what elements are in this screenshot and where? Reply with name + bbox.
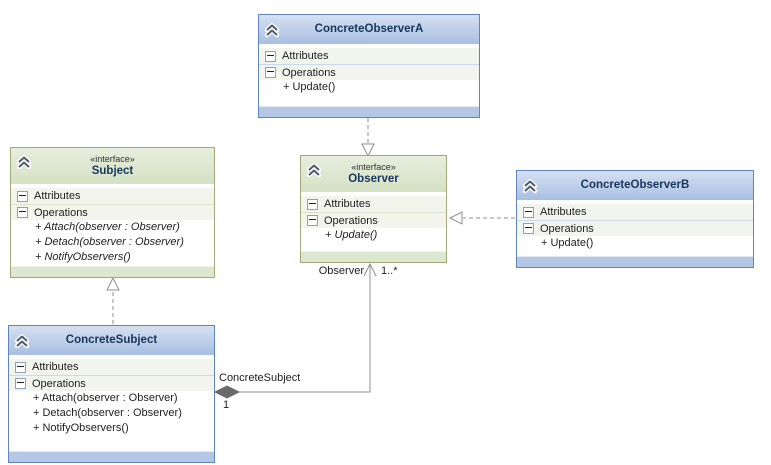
class-header[interactable]: ConcreteSubject — [9, 326, 214, 355]
attributes-label: Attributes — [324, 198, 371, 210]
operation-item[interactable]: + Update() — [259, 80, 479, 95]
operation-item[interactable]: + Update() — [517, 236, 753, 251]
operations-row[interactable]: Operations — [259, 64, 479, 80]
collapse-minus-icon[interactable] — [17, 207, 28, 218]
class-title: ConcreteSubject — [65, 334, 158, 346]
collapse-chevron-icon[interactable] — [13, 332, 31, 350]
realization-arrowhead-left-icon[interactable] — [448, 211, 463, 225]
interface-box-subject[interactable]: «interface» Subject Attributes Operation… — [10, 147, 215, 278]
class-box-concretesubject[interactable]: ConcreteSubject Attributes Operations + … — [8, 325, 215, 463]
class-header[interactable]: ConcreteObserverB — [517, 171, 753, 200]
operation-item[interactable]: + Attach(observer : Observer) — [11, 220, 214, 235]
interface-header[interactable]: «interface» Subject — [11, 148, 214, 184]
collapse-minus-icon[interactable] — [17, 190, 28, 202]
association-role-label: Observer — [318, 265, 364, 277]
box-footer-strip — [11, 266, 214, 277]
collapse-chevron-icon[interactable] — [305, 161, 323, 179]
operations-row[interactable]: Operations — [9, 375, 214, 391]
operations-label: Operations — [32, 377, 86, 390]
association-concretesubject-observer-line[interactable] — [239, 265, 371, 393]
aggregation-diamond-icon[interactable] — [213, 385, 241, 399]
operations-label: Operations — [540, 222, 594, 235]
box-footer-strip — [9, 451, 214, 462]
class-box-concreteobserverb[interactable]: ConcreteObserverB Attributes Operations … — [516, 170, 754, 268]
class-box-concreteobservera[interactable]: ConcreteObserverA Attributes Operations … — [258, 14, 480, 118]
operation-item[interactable]: + Update() — [301, 228, 446, 243]
realization-arrowhead-down-icon[interactable] — [361, 143, 375, 158]
collapse-chevron-icon[interactable] — [15, 153, 33, 171]
association-open-arrowhead-icon[interactable] — [363, 262, 377, 277]
collapse-minus-icon[interactable] — [15, 378, 26, 389]
attributes-row[interactable]: Attributes — [259, 48, 479, 64]
collapse-minus-icon[interactable] — [307, 215, 318, 226]
class-title: ConcreteObserverA — [314, 23, 424, 35]
attributes-row[interactable]: Attributes — [517, 204, 753, 220]
collapse-chevron-icon[interactable] — [263, 21, 281, 39]
operation-item[interactable]: + NotifyObservers() — [11, 250, 214, 265]
operations-row[interactable]: Operations — [11, 204, 214, 220]
attributes-label: Attributes — [34, 190, 81, 202]
stereotype-label: «interface» — [351, 162, 396, 172]
operation-item[interactable]: + NotifyObservers() — [9, 421, 214, 436]
box-footer-strip — [301, 251, 446, 262]
collapse-minus-icon[interactable] — [265, 67, 276, 78]
interface-box-observer[interactable]: «interface» Observer Attributes Operatio… — [300, 155, 447, 263]
operations-label: Operations — [324, 214, 378, 227]
box-footer-strip — [517, 256, 753, 267]
operations-label: Operations — [34, 206, 88, 219]
attributes-row[interactable]: Attributes — [301, 196, 446, 212]
interface-title: Subject — [91, 165, 134, 177]
class-header[interactable]: ConcreteObserverA — [259, 15, 479, 44]
attributes-row[interactable]: Attributes — [11, 188, 214, 204]
realization-arrowhead-up-icon[interactable] — [106, 276, 120, 291]
collapse-minus-icon[interactable] — [265, 50, 276, 62]
attributes-row[interactable]: Attributes — [9, 359, 214, 375]
operation-item[interactable]: + Detach(observer : Observer) — [9, 406, 214, 421]
attributes-label: Attributes — [282, 50, 329, 62]
stereotype-label: «interface» — [90, 154, 135, 164]
operations-row[interactable]: Operations — [301, 212, 446, 228]
operation-item[interactable]: + Detach(observer : Observer) — [11, 235, 214, 250]
association-name-label: ConcreteSubject — [219, 372, 301, 384]
association-source-multiplicity: 1 — [223, 399, 230, 411]
box-footer-strip — [259, 106, 479, 117]
operation-item[interactable]: + Attach(observer : Observer) — [9, 391, 214, 406]
class-title: ConcreteObserverB — [580, 179, 690, 191]
collapse-minus-icon[interactable] — [523, 206, 534, 218]
operations-row[interactable]: Operations — [517, 220, 753, 236]
collapse-minus-icon[interactable] — [15, 361, 26, 373]
interface-title: Observer — [348, 173, 399, 185]
collapse-minus-icon[interactable] — [523, 223, 534, 234]
attributes-label: Attributes — [32, 361, 79, 373]
collapse-minus-icon[interactable] — [307, 198, 318, 210]
operations-label: Operations — [282, 66, 336, 79]
interface-header[interactable]: «interface» Observer — [301, 156, 446, 192]
attributes-label: Attributes — [540, 206, 587, 218]
association-target-multiplicity: 1..* — [381, 265, 398, 277]
collapse-chevron-icon[interactable] — [521, 177, 539, 195]
